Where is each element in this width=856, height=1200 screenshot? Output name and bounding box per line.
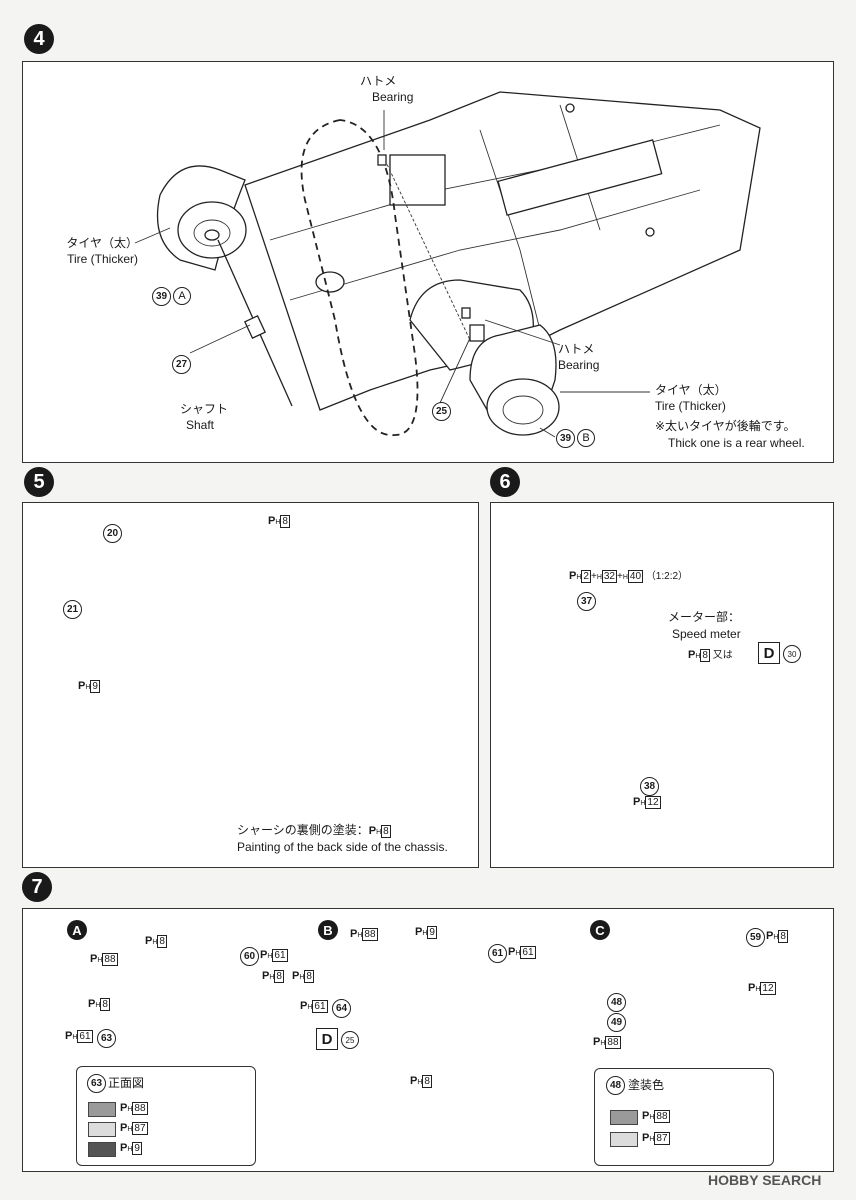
step4-axle-guide — [384, 159, 471, 341]
part-number-64: 64 — [332, 999, 351, 1018]
shaft-label-jp: シャフト — [180, 402, 229, 416]
swatch-87 — [88, 1122, 116, 1137]
part-number-38: 38 — [640, 777, 659, 796]
speed-meter-label-en: Speed meter — [672, 627, 741, 641]
bearing-top-label-en: Bearing — [372, 90, 414, 104]
section-b-badge: B — [318, 920, 338, 940]
part-number-48: 48 — [607, 993, 626, 1012]
step4-bearing-top — [377, 154, 387, 166]
section-a-badge: A — [67, 920, 87, 940]
bearing-right-label-en: Bearing — [558, 358, 600, 372]
tire-right-label-jp: タイヤ（太） — [655, 383, 727, 397]
c-swatch-88 — [610, 1110, 638, 1125]
rear-wheel-note-en: Thick one is a rear wheel. — [668, 436, 805, 450]
tire-left-label-jp: タイヤ（太） — [66, 236, 138, 250]
part-number-63: 63 — [97, 1029, 116, 1048]
part-number-39a: 39 — [152, 287, 171, 306]
step4-bushing-27 — [243, 315, 267, 339]
b-decal-number-25: 25 — [341, 1031, 359, 1049]
step-5-badge: 5 — [24, 467, 54, 497]
step4-dashed-outline — [300, 119, 419, 436]
speed-meter-label-jp: メーター部： — [668, 610, 741, 624]
decal-d-badge: D — [758, 642, 780, 664]
step4-tire-left — [156, 165, 247, 271]
part-number-59: 59 — [746, 928, 765, 947]
part-number-27: 27 — [172, 355, 191, 374]
tire-right-label-en: Tire (Thicker) — [655, 399, 726, 413]
step-5-panel — [22, 502, 479, 868]
inset-part-number-63: 63 — [87, 1074, 106, 1093]
step-4-badge: 4 — [24, 24, 54, 54]
swatch-9 — [88, 1142, 116, 1157]
step-6-badge: 6 — [490, 467, 520, 497]
bearing-right-label-jp: ハトメ — [558, 342, 595, 356]
hobby-search-watermark: HOBBY SEARCH — [708, 1172, 822, 1188]
swatch-88 — [88, 1102, 116, 1117]
inset-part-number-48: 48 — [606, 1076, 625, 1095]
step4-chassis — [244, 91, 761, 411]
step-6-panel — [490, 502, 834, 868]
front-view-title: 正面図 — [108, 1076, 145, 1090]
part-number-21: 21 — [63, 600, 82, 619]
decal-number-30: 30 — [783, 645, 801, 663]
c-swatch-87 — [610, 1132, 638, 1147]
paint-color-title: 塗装色 — [628, 1078, 665, 1092]
step4-tire-right — [469, 324, 560, 436]
b-decal-d-badge: D — [316, 1028, 338, 1050]
step4-spacer-25 — [469, 324, 485, 342]
part-number-25: 25 — [432, 402, 451, 421]
rear-wheel-note-jp: ※太いタイヤが後輪です。 — [655, 419, 796, 433]
section-c-badge: C — [590, 920, 610, 940]
part-number-39b: 39 — [556, 429, 575, 448]
part-number-37: 37 — [577, 592, 596, 611]
tire-left-label-en: Tire (Thicker) — [67, 252, 138, 266]
step-7-badge: 7 — [22, 872, 52, 902]
bearing-top-label-jp: ハトメ — [360, 74, 397, 88]
part-number-61: 61 — [488, 944, 507, 963]
part-number-49: 49 — [607, 1013, 626, 1032]
step4-bearing-right — [461, 307, 471, 319]
chassis-back-note-en: Painting of the back side of the chassis… — [237, 840, 448, 854]
shaft-label-en: Shaft — [186, 418, 215, 432]
part-number-20: 20 — [103, 524, 122, 543]
part-number-60: 60 — [240, 947, 259, 966]
part-letter-a: A — [173, 287, 191, 305]
part-letter-b: B — [577, 429, 595, 447]
